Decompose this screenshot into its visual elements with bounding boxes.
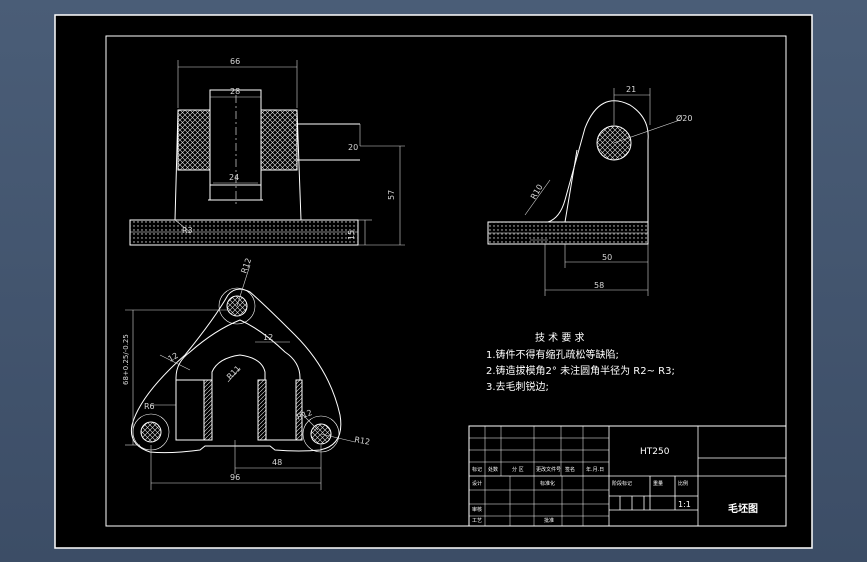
dim-front-bore: 20 (348, 143, 358, 152)
plan-right-wall (257, 379, 267, 441)
label-sign: 签名 (565, 466, 575, 473)
dim-side-length: 58 (594, 281, 604, 290)
dim-plan-right-wall: 12 (263, 333, 273, 342)
dim-front-base: 15 (347, 230, 356, 240)
inner-border (105, 35, 787, 527)
plan-left-hole (140, 421, 162, 443)
label-design: 设计 (472, 480, 482, 487)
tech-item-1: 1.铸件不得有缩孔疏松等缺陷; (486, 348, 619, 361)
outer-border (54, 14, 813, 549)
dim-front-slot: 24 (229, 173, 239, 182)
title-block: 标记 处数 分 区 更改文件号 签名 年.月.日 设计 标准化 阶段标记 重量 … (468, 425, 787, 527)
material-label: HT250 (640, 447, 670, 457)
dim-plan-right-r-outer: R12 (354, 435, 371, 447)
scale-value: 1:1 (678, 500, 691, 509)
label-approve: 批准 (544, 517, 554, 524)
front-base-plate (129, 219, 359, 246)
dim-side-hole: Ø20 (676, 113, 692, 123)
label-mark: 标记 (472, 466, 482, 473)
side-web-edge (564, 149, 578, 223)
label-count: 处数 (488, 466, 498, 473)
drawing-name: 毛坯图 (728, 502, 758, 515)
dim-plan-total: 96 (230, 473, 240, 482)
label-change-doc: 更改文件号 (536, 466, 561, 473)
front-left-wall (177, 109, 211, 171)
label-ratio: 比例 (678, 480, 688, 487)
sheet-background (55, 15, 812, 548)
side-arm-outline (547, 100, 649, 223)
label-review: 审核 (472, 506, 482, 513)
dim-side-top: 21 (626, 85, 636, 94)
front-right-wall (260, 109, 298, 171)
tech-item-3: 3.去毛刺锐边; (486, 380, 549, 393)
plan-left-block (175, 379, 205, 441)
dim-front-height: 57 (387, 190, 396, 200)
side-view: 21 Ø20 R10 50 58 (487, 85, 692, 296)
front-bore (209, 89, 262, 186)
label-standard: 标准化 (540, 480, 555, 487)
dim-front-width: 66 (230, 57, 240, 66)
label-stage-mark: 阶段标记 (612, 480, 632, 487)
tech-requirements: 技 术 要 求 1.铸件不得有缩孔疏松等缺陷; 2.铸造拔模角2° 未注圆角半径… (486, 331, 675, 393)
plan-right-wall-outer (295, 379, 303, 441)
plan-left-wall (203, 379, 213, 441)
front-view: 66 28 24 20 57 15 R3 (129, 57, 405, 246)
tech-item-2: 2.铸造拔模角2° 未注圆角半径为 R2~ R3; (486, 364, 675, 377)
plan-outline (130, 288, 342, 454)
front-boss (297, 123, 360, 161)
label-craft: 工艺 (472, 518, 482, 524)
label-zone: 分 区 (512, 466, 524, 473)
dim-plan-left-r: R6 (144, 402, 155, 411)
dim-plan-span: 48 (272, 458, 282, 467)
dim-side-web: 50 (602, 253, 612, 262)
dim-plan-left-wall: 12 (167, 351, 180, 364)
tech-heading: 技 术 要 求 (535, 331, 585, 344)
dim-plan-width-tol: 68+0.25/-0.25 (122, 334, 130, 385)
label-weight: 重量 (653, 480, 663, 487)
dim-front-fillet: R3 (182, 226, 193, 235)
dim-front-inner: 28 (230, 87, 240, 96)
label-date: 年.月.日 (586, 466, 604, 473)
